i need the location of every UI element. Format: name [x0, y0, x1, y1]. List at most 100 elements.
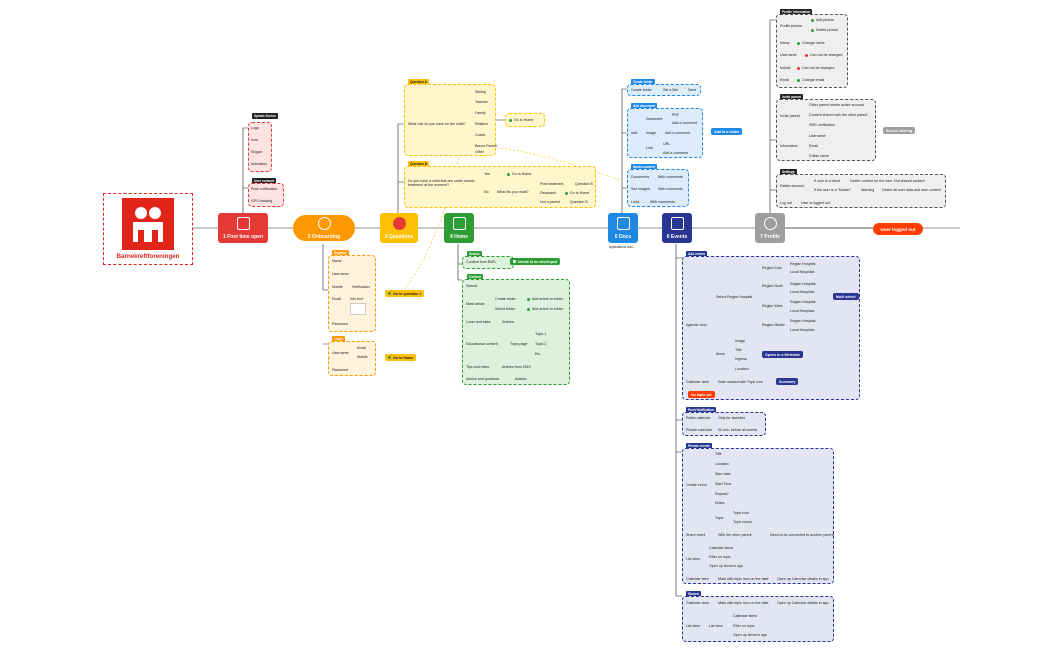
shared-cal-result-2: Open up Calendar details in app — [777, 601, 829, 605]
tag-push-notification: Push Notification — [686, 407, 717, 413]
goto-dot-icon — [527, 297, 530, 301]
saved-item: Links — [631, 200, 640, 204]
delete-account: Delete account — [780, 184, 804, 188]
goto-home-login[interactable]: Go to Home — [385, 354, 417, 361]
info-text-box — [350, 303, 366, 315]
node-questions[interactable]: 3 Questions — [380, 213, 418, 243]
file-icon — [616, 216, 630, 230]
node-home[interactable]: 4 Home — [444, 213, 474, 243]
edu-topic: Topic 1 — [535, 332, 547, 336]
logo-icon — [122, 198, 174, 250]
region: Region North — [762, 284, 784, 288]
node-events[interactable]: 6 Events — [662, 213, 692, 243]
invite-item: SMS verification — [809, 123, 835, 127]
create-field: Start Time — [715, 482, 732, 486]
profile-row: Username — [780, 53, 797, 57]
goto-label: Add article to folder — [532, 307, 563, 311]
node-number: 5 — [614, 233, 618, 240]
node-number: 6 — [666, 233, 670, 240]
content-item: Tips and tricks — [466, 365, 490, 369]
verification-label: Verification — [352, 285, 370, 289]
profile-row-result: Can not be changed — [797, 66, 834, 70]
add-type: Document — [646, 117, 663, 121]
user-icon — [317, 216, 331, 230]
tag-add-document: Add document — [631, 103, 658, 109]
content-item: Educational content — [466, 342, 498, 346]
group-settings — [776, 174, 946, 208]
tag-register: Register — [332, 250, 349, 256]
option-result: Question B — [575, 182, 593, 186]
saved-result: With comments — [650, 200, 675, 204]
region-sub: Local Hospitals — [790, 290, 815, 294]
goto-label: Go to question 2 — [393, 291, 422, 296]
node-onboarding[interactable]: 2 Onboarding — [293, 215, 355, 241]
tag-consent: User consent — [252, 178, 277, 184]
logout-node[interactable]: User logged out — [873, 223, 923, 235]
goto-label: Go to Home — [393, 355, 414, 360]
info-item: Childs name — [809, 154, 829, 158]
tips-result: Articles from EMS — [502, 365, 531, 369]
list-field: Open up items in app — [709, 564, 744, 568]
node-label: Questions — [388, 233, 414, 240]
node-label: First time open — [227, 233, 263, 240]
doc-sub: PDF — [672, 113, 680, 117]
row-result-label: Can not be changed — [802, 66, 835, 70]
goto-dot-icon — [565, 191, 568, 195]
answer-no-question: What fits you most? — [497, 190, 529, 194]
calview-result-2: Open up Calendar details in app — [777, 577, 829, 581]
no-topic: No topic yet — [688, 391, 715, 398]
lover-result: Articles — [502, 320, 514, 324]
goto-question-2[interactable]: Go to question 2 — [385, 290, 425, 297]
consent-item: GPS tracking — [251, 199, 273, 203]
saved-item: See images — [631, 187, 650, 191]
profile-row-result: Change email — [797, 78, 824, 82]
shared-calendar-view: Calendar view — [686, 601, 709, 605]
log-out-result: User is logged out — [801, 201, 830, 205]
delete-warning: Warning — [861, 188, 875, 192]
item-field: Location — [735, 367, 749, 371]
row-result-label: Can not be changed — [810, 53, 843, 57]
dates-marked: Date marked with Topic icon — [718, 380, 763, 384]
edu-topic: Topic 2 — [535, 342, 547, 346]
group-question-a — [404, 84, 496, 156]
node-first-time-open[interactable]: 1 First time open — [218, 213, 268, 243]
items-label: Items — [716, 352, 725, 356]
node-docs[interactable]: 5 Docs — [608, 213, 638, 243]
answer-yes: Yes — [484, 172, 490, 176]
mark-sub: Select folder — [495, 307, 515, 311]
goto-label: Add article to folder — [532, 297, 563, 301]
pic-sub-label: Delete picture — [816, 28, 839, 32]
status-dot-icon — [811, 18, 814, 22]
group-push-notification — [682, 412, 766, 436]
region-sub: Regian Hospital — [790, 282, 816, 286]
invite-item: Content shared with the other parent — [809, 113, 868, 117]
shared-list-field: Open up items in app — [733, 633, 768, 637]
delete-case-result: Delete content for the user. Not shared … — [850, 179, 925, 183]
calendar-icon — [670, 216, 684, 230]
goto-home-a[interactable]: Go to Home — [509, 118, 533, 122]
tag-saved-content: Saved content — [631, 164, 657, 170]
tag-shared: Shared — [686, 591, 701, 597]
list-field: Calendar items — [709, 546, 734, 550]
invite-item: Other parent needs active account — [809, 103, 864, 107]
tag-login: Login — [332, 336, 345, 342]
question-b-text: Do you have a child that are under cance… — [408, 179, 475, 187]
region-sub: Local Hospitals — [790, 270, 815, 274]
node-profile[interactable]: 7 Profile — [755, 213, 785, 243]
delete-case: If the user is a "Master" — [814, 188, 852, 192]
invite-parent: Invite parent — [780, 114, 800, 118]
role-option: Other — [475, 150, 484, 154]
item-field: Title — [735, 348, 742, 352]
list-view: List view — [686, 557, 700, 561]
node-number: 3 — [384, 233, 388, 240]
img-sub: Add a comment — [665, 131, 691, 135]
region: Region West — [762, 304, 783, 308]
shared-cal-result: Mark with topic icon on the date — [718, 601, 769, 605]
register-item: Password — [332, 322, 348, 326]
node-number: 1 — [222, 233, 226, 240]
create-field: Start date — [715, 472, 731, 476]
topic-field: Topic colour — [733, 520, 753, 524]
group-question-b — [404, 166, 596, 208]
option: Deceased — [540, 191, 557, 195]
goto-dot-icon — [513, 260, 516, 264]
